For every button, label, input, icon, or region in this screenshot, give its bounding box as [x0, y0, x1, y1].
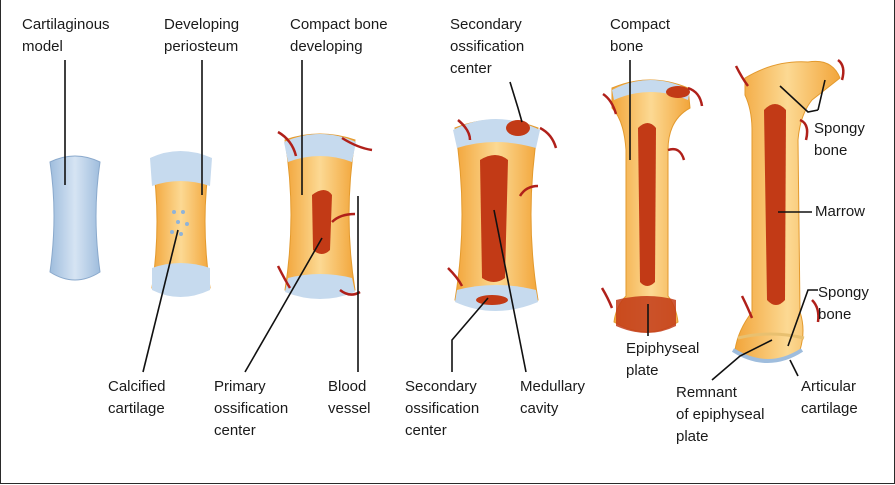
- leader-secondary-center-top: [510, 82, 522, 122]
- epiphysis-bottom-5: [616, 296, 676, 333]
- secondary-center-top-4: [506, 120, 530, 136]
- cartilage-bottom-cap: [152, 263, 210, 297]
- primary-center-marrow: [312, 190, 332, 254]
- stage-epiphyseal-plate: [602, 80, 702, 333]
- secondary-center-bottom-4: [476, 295, 508, 305]
- vessel-mid-5: [668, 149, 684, 160]
- vessel-bottom-left-5: [602, 288, 612, 308]
- bottom-cartilage-3: [285, 274, 355, 299]
- label-marrow: Marrow: [815, 201, 865, 223]
- vessel-top-right-4: [540, 128, 556, 148]
- vessel-top-right-5: [688, 88, 702, 106]
- medullary-cavity-6: [764, 104, 786, 305]
- leader-primary-ossification: [245, 238, 322, 372]
- cartilage-model-shape: [50, 156, 100, 280]
- top-marrow-5: [666, 86, 690, 98]
- stage-cartilaginous-model: [50, 156, 100, 280]
- leader-articular-cartilage: [790, 360, 798, 376]
- stage-secondary-ossification: [448, 119, 556, 311]
- vessel-bottom-left-6: [742, 296, 752, 318]
- vessel-top-left-6: [736, 66, 748, 86]
- medullary-cavity-5: [638, 123, 656, 286]
